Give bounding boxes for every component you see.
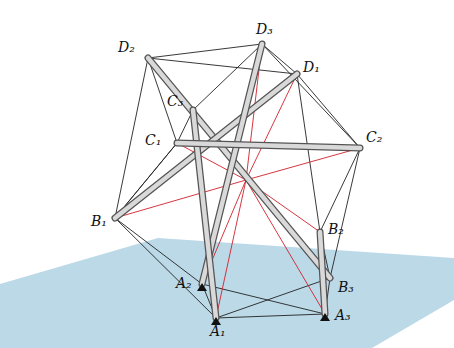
- strut-outline: [320, 232, 325, 314]
- cable: [320, 148, 360, 232]
- vertex-label: C₁: [145, 133, 161, 147]
- strut-body: [320, 232, 325, 314]
- cable: [115, 218, 202, 284]
- strut-body: [177, 143, 360, 148]
- vertex-label: A₂: [176, 276, 192, 290]
- vertex-label: D₁: [303, 60, 320, 74]
- vertex-label: C₃: [167, 94, 183, 108]
- center-line: [115, 148, 360, 218]
- vertex-label: A₁: [210, 324, 226, 338]
- vertex-label: C₂: [366, 130, 382, 144]
- cables: [115, 44, 360, 318]
- cable: [148, 58, 297, 74]
- center-lines: [115, 44, 360, 318]
- ground-supports: [197, 283, 330, 325]
- vertex-label: B₃: [338, 280, 354, 294]
- vertex-label: B₁: [91, 214, 107, 228]
- struts: [115, 44, 360, 318]
- vertex-label: D₃: [256, 22, 273, 36]
- strut: [320, 232, 325, 314]
- cable: [216, 278, 330, 318]
- center-line: [148, 58, 325, 314]
- ground-plane: [0, 238, 454, 348]
- vertex-label: D₂: [118, 40, 135, 54]
- cable: [216, 314, 325, 318]
- cable: [148, 44, 262, 58]
- strut: [177, 143, 360, 148]
- strut-outline: [177, 143, 360, 148]
- cable: [297, 74, 320, 232]
- cable: [262, 44, 297, 74]
- support-triangle: [197, 283, 207, 291]
- vertex-label: B₂: [328, 222, 344, 236]
- cable: [115, 218, 216, 318]
- support-triangle: [320, 313, 330, 321]
- vertex-label: A₃: [335, 308, 351, 322]
- cable: [330, 148, 360, 278]
- cable: [262, 44, 360, 148]
